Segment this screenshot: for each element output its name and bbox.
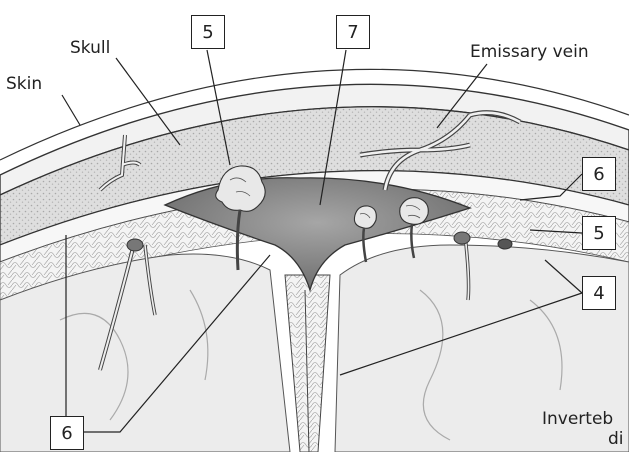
falx-cerebri <box>285 275 330 452</box>
callout-box-right-middle: 5 <box>582 216 616 250</box>
callout-box-right-lower: 4 <box>582 276 616 310</box>
callout-box-right-upper: 6 <box>582 157 616 191</box>
callout-box-top-center: 7 <box>336 15 370 49</box>
callout-box-top-left: 5 <box>191 15 225 49</box>
label-emissary-vein: Emissary vein <box>470 44 589 61</box>
callout-box-bottom-left: 6 <box>50 416 84 450</box>
label-cropped-line2: di <box>608 431 624 448</box>
label-skull: Skull <box>70 40 110 57</box>
label-cropped-line1: Inverteb <box>542 411 613 428</box>
label-skin: Skin <box>6 76 42 93</box>
